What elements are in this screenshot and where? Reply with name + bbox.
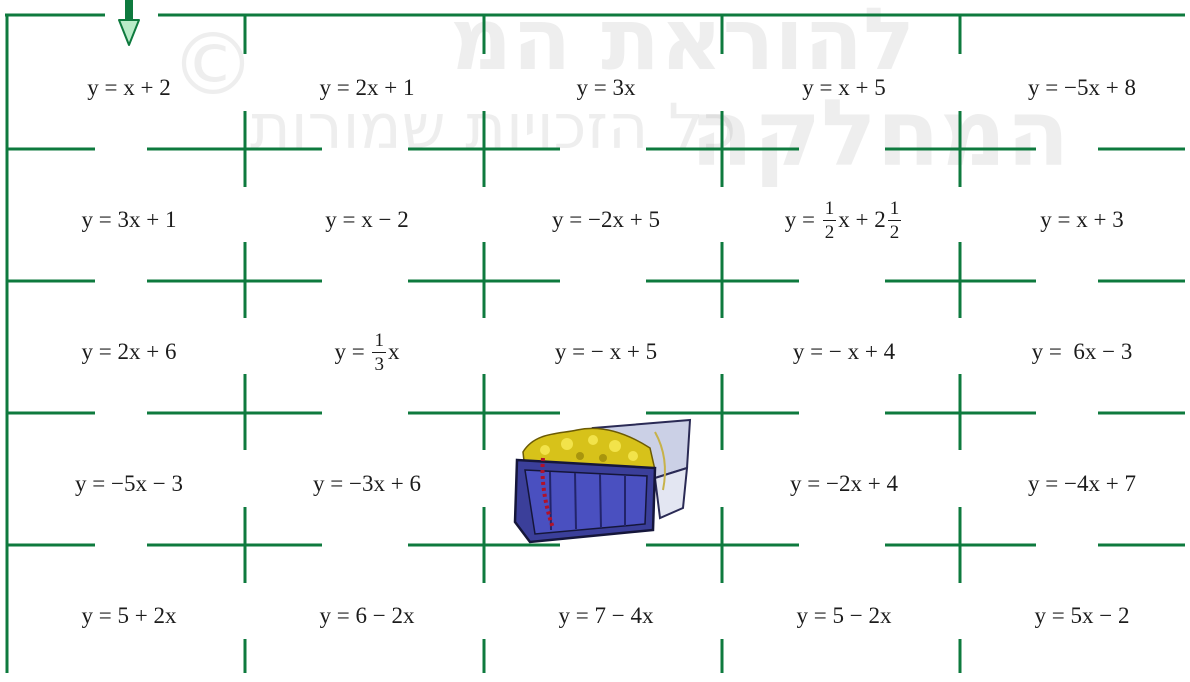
fraction-numerator: 1 [888,199,902,221]
equation-part: y = [785,207,821,233]
equation-cell-r2-c3: y = −2x + 5 [487,154,725,286]
equation-cell-r3-c5: y = 6x − 3 [963,286,1190,418]
equation-cell-r2-c5: y = x + 3 [963,154,1190,286]
equation-cell-r5-c5: y = 5x − 2 [963,550,1190,682]
equation-cell-r4-c2: y = −3x + 6 [248,418,486,550]
equation-text: y = −4x + 7 [1028,471,1136,497]
equation-text: y = 6 − 2x [320,603,415,629]
equation-cell-r4-c5: y = −4x + 7 [963,418,1190,550]
equation-text: y = 7 − 4x [559,603,654,629]
equation-cell-r1-c3: y = 3x [487,22,725,154]
equation-cell-r1-c4: y = x + 5 [725,22,963,154]
equation-part: x + 2 [838,207,885,233]
equation-part: x [388,339,400,365]
equation-text: y = x + 2 [87,75,170,101]
equation-cell-r5-c3: y = 7 − 4x [487,550,725,682]
fraction-numerator: 1 [823,199,837,221]
fraction-denominator: 2 [823,221,837,242]
equation-text: y = −3x + 6 [313,471,421,497]
equation-text: y = 5 + 2x [82,603,177,629]
equation-text: y = 3x [577,75,636,101]
equation-cell-r5-c2: y = 6 − 2x [248,550,486,682]
equation-text: y = 2x + 1 [320,75,415,101]
treasure-chest-icon [505,410,705,545]
fraction-numerator: 1 [372,331,386,353]
equation-text: y = −2x + 4 [790,471,898,497]
equation-text: y = 5x − 2 [1035,603,1130,629]
equation-cell-r1-c5: y = −5x + 8 [963,22,1190,154]
equation-cell-r2-c1: y = 3x + 1 [10,154,248,286]
equation-text: y = −5x + 8 [1028,75,1136,101]
equation-text: y = 2x + 6 [82,339,177,365]
equation-cell-r2-c2: y = x − 2 [248,154,486,286]
equation-cell-r5-c1: y = 5 + 2x [10,550,248,682]
fraction-denominator: 2 [888,221,902,242]
equation-cell-r1-c2: y = 2x + 1 [248,22,486,154]
equation-cell-r1-c1: y = x + 2 [10,22,248,154]
equation-cell-r5-c4: y = 5 − 2x [725,550,963,682]
equation-text: y = 6x − 3 [1032,339,1133,365]
equation-text: y = x − 2 [325,207,408,233]
equation-cell-r4-c1: y = −5x − 3 [10,418,248,550]
equation-text: y = − x + 5 [555,339,657,365]
equation-text: y = −5x − 3 [75,471,183,497]
equation-text: y = 3x + 1 [82,207,177,233]
equation-text: y = −2x + 5 [552,207,660,233]
equation-cell-r3-c1: y = 2x + 6 [10,286,248,418]
fraction-denominator: 3 [372,353,386,374]
equation-cell-r3-c4: y = − x + 4 [725,286,963,418]
equation-text: y = 5 − 2x [797,603,892,629]
equation-part: y = [335,339,371,365]
equation-text: y = x + 3 [1040,207,1123,233]
equation-cell-r3-c3: y = − x + 5 [487,286,725,418]
equation-cell-r4-c4: y = −2x + 4 [725,418,963,550]
equation-text: y = − x + 4 [793,339,895,365]
equation-text: y = x + 5 [802,75,885,101]
